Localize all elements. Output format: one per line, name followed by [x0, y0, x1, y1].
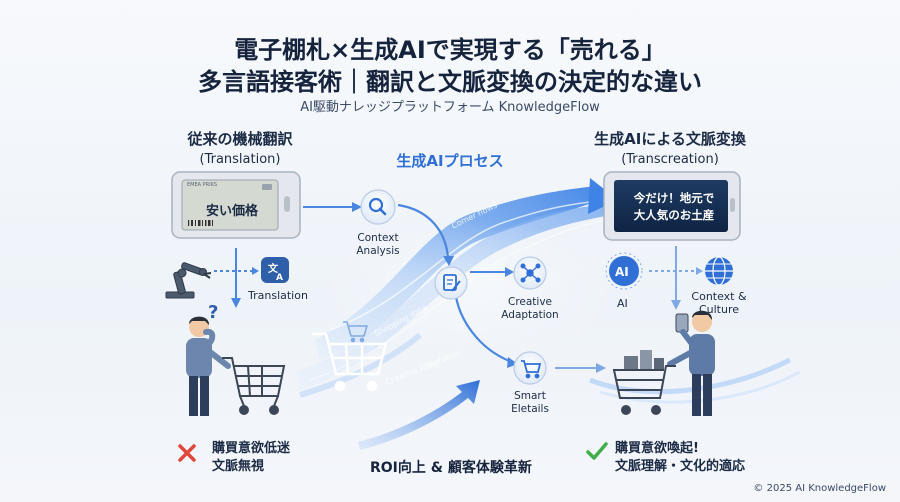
check-icon [586, 442, 608, 460]
left-result: 購買意欲低迷 文脈無視 [212, 440, 290, 476]
right-result-line2: 文脈理解・文化的適応 [615, 459, 746, 474]
left-heading-en: (Translation) [199, 152, 281, 167]
node-ai-document [434, 266, 468, 300]
ai-brain-icon: AI [605, 252, 643, 290]
magnifier-icon [368, 197, 387, 216]
globe-icon [705, 256, 733, 286]
left-heading-jp: 従来の機械翻訳 [187, 130, 293, 148]
right-result: 購買意欲喚起! 文脈理解・文化的適応 [615, 440, 745, 476]
node-creative-adaptation [513, 256, 547, 290]
happy-shopper [667, 310, 715, 416]
right-heading-jp: 生成AIによる文脈変換 [594, 130, 746, 148]
confused-shopper: ? [186, 302, 231, 416]
svg-text:AI: AI [615, 265, 629, 279]
process-connectors [397, 203, 513, 364]
price-tag-text: 安い価格 [206, 204, 259, 219]
shopping-cart-right [612, 350, 676, 415]
page-subtitle: AI駆動ナレッジプラットフォーム KnowledgeFlow [300, 100, 600, 115]
svg-text:文: 文 [268, 262, 279, 275]
right-heading-en: (Transcreation) [621, 152, 719, 167]
label-smart-eletails: Smart Eletails [511, 390, 549, 415]
left-heading: 従来の機械翻訳 (Translation) [155, 128, 325, 167]
tablet-line2: 大人気のお土産 [633, 208, 715, 222]
roi-caption: ROI向上 & 顧客体験革新 [370, 460, 532, 476]
electronic-shelf-label-left [171, 171, 301, 239]
label-creative-adaptation: Creative Adaptation [501, 296, 559, 321]
right-heading: 生成AIによる文脈変換 (Transcreation) [585, 128, 755, 167]
left-result-line1: 購買意欲低迷 [212, 441, 291, 456]
left-result-line2: 文脈無視 [212, 459, 265, 474]
node-context-analysis [360, 189, 396, 225]
label-context-culture: Context & Culture [691, 290, 747, 316]
svg-text:?: ? [208, 302, 218, 323]
shopping-cart-center [312, 332, 388, 392]
cart-icon [521, 360, 542, 379]
page-title-line2: 多言語接客術｜翻訳と文脈変換の決定的な違い [198, 68, 702, 96]
shopping-cart-left [222, 357, 286, 415]
svg-text:A: A [276, 273, 283, 283]
barcode-icon [188, 220, 213, 226]
right-result-line1: 購買意欲喚起! [615, 441, 699, 456]
translate-icon: 文 A [261, 257, 289, 283]
small-cart-icon [343, 321, 369, 343]
document-edit-icon [443, 274, 461, 292]
tablet-message: 今だけ！地元で 大人気のお土産 [620, 190, 728, 224]
connector-arrow [507, 357, 518, 368]
left-arrows [214, 206, 696, 369]
connector-arrow [443, 256, 454, 266]
copyright: © 2025 AI KnowledgeFlow [753, 483, 886, 494]
cross-icon [178, 444, 196, 462]
label-context-analysis: Context Analysis [356, 232, 400, 257]
page-title-line1: 電子棚札×生成AIで実現する「売れる」 [234, 36, 666, 64]
network-icon [520, 263, 541, 283]
label-translation: Translation [248, 289, 308, 302]
label-ai: AI [617, 297, 628, 310]
roi-arrow [358, 380, 480, 450]
arrow-heads [231, 202, 703, 373]
center-heading: 生成AIプロセス [396, 152, 504, 170]
price-tag-small-text: EMEA PRIKS [187, 182, 218, 188]
electronic-shelf-label-right [603, 171, 741, 241]
robot-arm-icon [165, 262, 212, 299]
node-smart-eletails [513, 351, 547, 385]
tablet-line1: 今だけ！地元で [633, 191, 715, 205]
